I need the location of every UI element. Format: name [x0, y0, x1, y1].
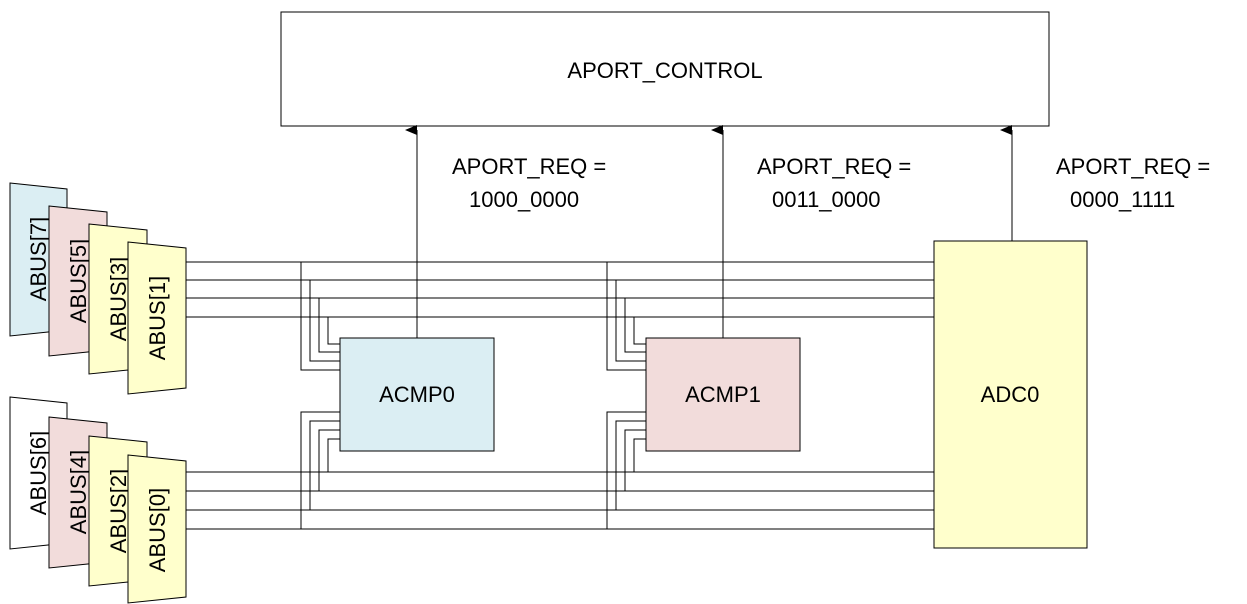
aport-control-label: APORT_CONTROL — [567, 58, 762, 83]
acmp1-request-label-line2: 0011_0000 — [772, 187, 881, 212]
abus-6-label: ABUS[6] — [26, 431, 51, 515]
abus-7-label: ABUS[7] — [26, 217, 51, 301]
acmp1-bus-taps — [606, 262, 646, 529]
acmp0-bus-taps — [300, 262, 340, 529]
acmp0-block: ACMP0 — [339, 337, 495, 452]
abus-4-label: ABUS[4] — [66, 450, 91, 534]
acmp1-block: ACMP1 — [645, 337, 801, 452]
aport-control-block: APORT_CONTROL — [280, 11, 1050, 127]
upper-bus-lines — [186, 261, 934, 318]
adc0-request-label-line1: APORT_REQ = — [1056, 154, 1210, 179]
lower-bus-lines — [186, 471, 934, 530]
acmp0-label: ACMP0 — [379, 382, 455, 407]
abus-2-label: ABUS[2] — [106, 469, 131, 553]
abus-5-label: ABUS[5] — [66, 239, 91, 323]
adc0-block: ADC0 — [933, 240, 1088, 549]
request-arrows — [405, 125, 1013, 338]
abus-1-label: ABUS[1] — [145, 276, 170, 360]
abus-0-plate: ABUS[0] — [127, 454, 187, 604]
abus-3-label: ABUS[3] — [106, 257, 131, 341]
lower-abus-stack: ABUS[6] ABUS[4] ABUS[2] ABUS[0] — [9, 396, 187, 604]
acmp0-request-label-line1: APORT_REQ = — [452, 154, 606, 179]
acmp1-request-label-line1: APORT_REQ = — [757, 154, 911, 179]
acmp0-request-label-line2: 1000_0000 — [469, 187, 579, 212]
upper-abus-stack: ABUS[7] ABUS[5] ABUS[3] ABUS[1] — [9, 182, 187, 395]
adc0-label: ADC0 — [981, 382, 1040, 407]
adc0-request-label-line2: 0000_1111 — [1070, 187, 1175, 212]
abus-0-label: ABUS[0] — [145, 488, 170, 572]
abus-1-plate: ABUS[1] — [127, 241, 187, 395]
request-labels: APORT_REQ = 1000_0000 APORT_REQ = 0011_0… — [452, 154, 1210, 212]
acmp1-label: ACMP1 — [685, 382, 761, 407]
